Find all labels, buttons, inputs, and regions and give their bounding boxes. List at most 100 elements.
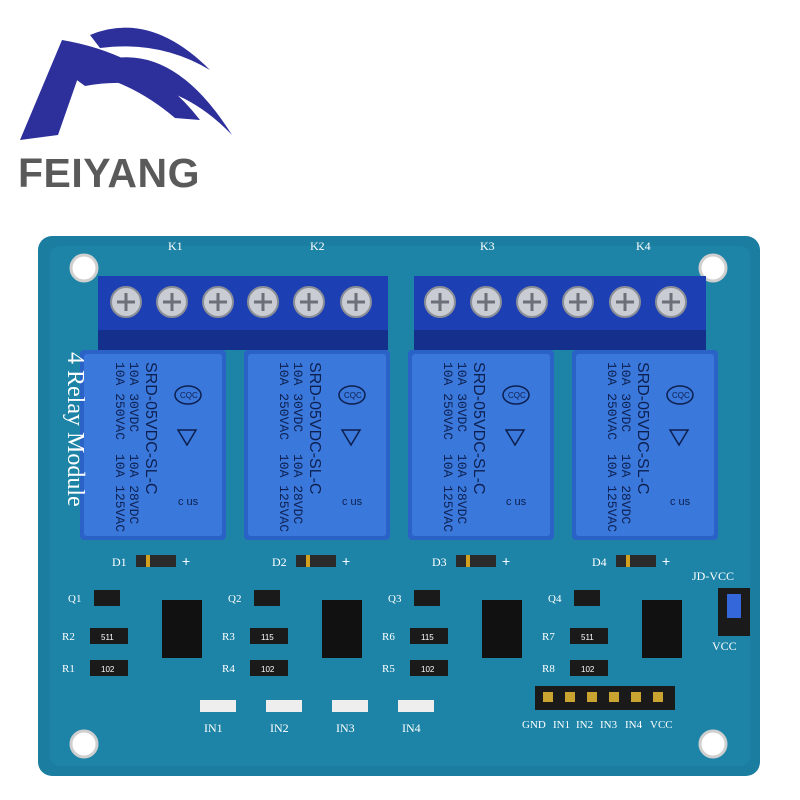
relay-label: K1 [168,239,183,253]
relay-label: K4 [636,239,651,253]
resistor-label: R2 [62,631,75,643]
relay-text-line4: 10A 125VAC [112,454,127,532]
relay-text-line1: 10A 250VAC [112,362,127,440]
relay-text-line5: 10A 28VDC [126,454,141,524]
diode-label: D3 [432,555,447,569]
resistor-code: 115 [421,633,434,642]
resistor-label: R7 [542,631,555,643]
diode [616,555,656,567]
resistor [410,628,448,644]
transistor [254,590,280,606]
cqc-logo: CQC [666,385,694,405]
pin-label: IN4 [625,719,643,731]
led [200,700,236,712]
resistor [250,628,288,644]
diode-label: D1 [112,555,127,569]
resistor-label: R6 [382,631,395,643]
led-label: IN2 [270,721,289,735]
screw-icon [470,286,502,318]
screw-icon [340,286,372,318]
cqc-logo-text: CQC [344,391,362,400]
diode [296,555,336,567]
relay-text-line4: 10A 125VAC [604,454,619,532]
relay-text-line3: SRD-05VDC-SL-C [306,362,323,494]
resistor-label: R1 [62,663,75,675]
cqc-logo: CQC [174,385,202,405]
relay-text-line3: SRD-05VDC-SL-C [142,362,159,494]
optocoupler [322,600,362,658]
diode [456,555,496,567]
led-label: IN3 [336,721,355,735]
optocoupler [162,600,202,658]
transistor [94,590,120,606]
resistor-code: 102 [261,665,275,674]
ul-mark: c us [670,496,691,508]
resistor [570,628,608,644]
screw-icon [424,286,456,318]
diode-label: D2 [272,555,287,569]
terminal-screws [110,286,687,318]
cqc-logo-text: CQC [672,391,690,400]
transistor [574,590,600,606]
pin-label: IN3 [600,719,618,731]
screw-icon [293,286,325,318]
brand-name: FEIYANG [18,150,200,196]
diode [136,555,176,567]
resistor [90,660,128,676]
screw-icon [516,286,548,318]
resistor-code: 511 [101,633,114,642]
relay-text-line3: SRD-05VDC-SL-C [634,362,651,494]
screw-icon [202,286,234,318]
header-pin [565,692,575,702]
pin-label: GND [522,719,546,731]
relay-text-line3: SRD-05VDC-SL-C [470,362,487,494]
relay-text-line4: 10A 125VAC [276,454,291,532]
diode-label: D4 [592,555,607,569]
led-label: IN4 [402,721,421,735]
resistor-code: 102 [421,665,435,674]
brand-logo [20,27,232,140]
screw-icon [110,286,142,318]
resistor [570,660,608,676]
plus-mark: + [662,553,670,569]
header-pin [543,692,553,702]
board-title: 4 Relay Module [62,352,88,507]
screw-icon [562,286,594,318]
transistor [414,590,440,606]
led [332,700,368,712]
cqc-logo: CQC [502,385,530,405]
warning-icon [504,429,526,447]
transistor-label: Q3 [388,593,402,605]
header-pin [609,692,619,702]
ul-mark: c us [506,496,527,508]
header-pin [587,692,597,702]
transistor-label: Q1 [68,593,81,605]
plus-mark: + [342,553,350,569]
led [398,700,434,712]
resistor-code: 115 [261,633,274,642]
relay-text-line2: 10A 30VDC [126,362,141,432]
plus-mark: + [502,553,510,569]
led [266,700,302,712]
cqc-logo-text: CQC [180,391,198,400]
jumper-bottom-label: VCC [712,639,737,653]
relay-text-line5: 10A 28VDC [454,454,469,524]
plus-mark: + [182,553,190,569]
resistor-code: 102 [101,665,115,674]
ul-mark: c us [342,496,363,508]
relay-text-line1: 10A 250VAC [440,362,455,440]
relay-text-line1: 10A 250VAC [276,362,291,440]
cqc-logo-text: CQC [508,391,526,400]
resistor-label: R5 [382,663,395,675]
cqc-logo: CQC [338,385,366,405]
resistor [250,660,288,676]
resistor [90,628,128,644]
led-label: IN1 [204,721,223,735]
